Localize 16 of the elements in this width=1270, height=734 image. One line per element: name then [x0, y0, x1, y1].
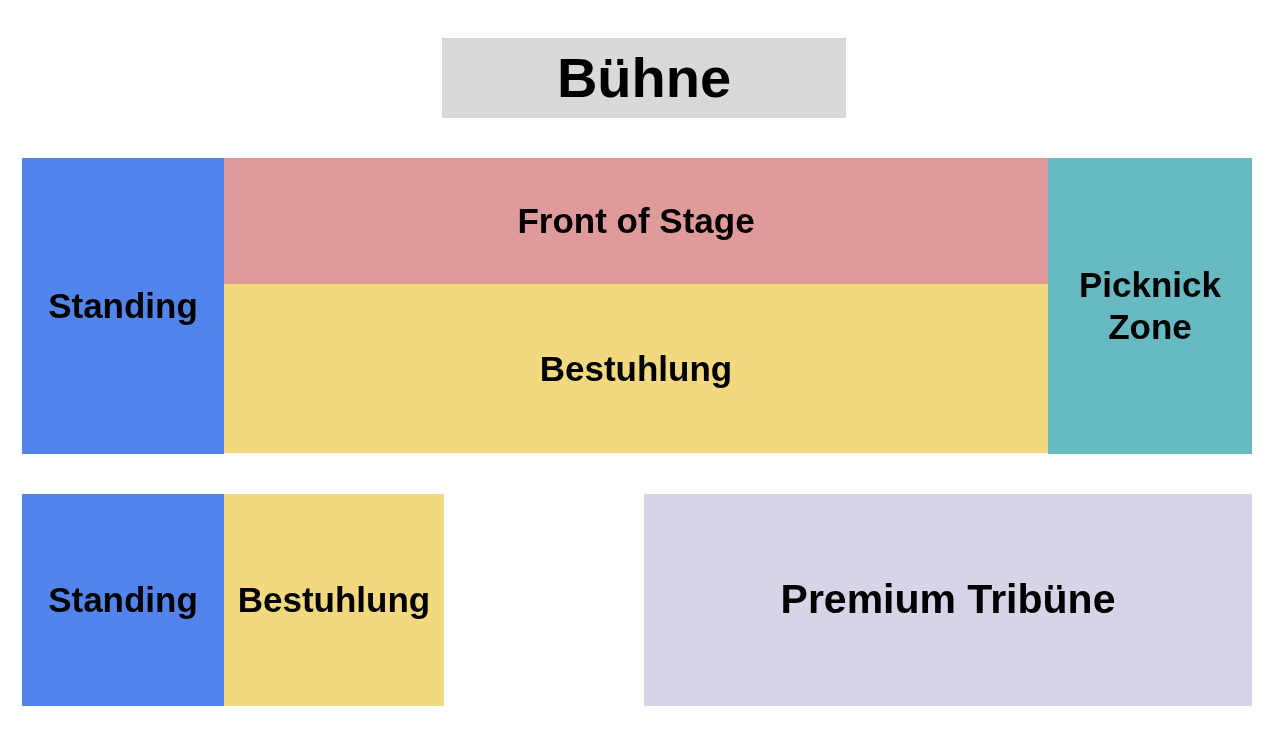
zone-label: Standing: [48, 579, 198, 621]
seating-zone: [22, 494, 224, 706]
seating-zone: [224, 284, 1048, 453]
seating-zone: [224, 494, 444, 706]
zone-label: Bestuhlung: [539, 347, 733, 390]
zone-label: Picknick Zone: [1078, 264, 1222, 348]
seating-zone: [22, 158, 224, 454]
seating-zone: [1048, 158, 1252, 454]
seating-zone: [644, 494, 1252, 706]
stage-area: [442, 38, 846, 118]
seating-zone: [224, 158, 1048, 284]
zone-label: Bühne: [556, 45, 732, 112]
zone-label: Premium Tribüne: [780, 575, 1116, 625]
zone-label: Bestuhlung: [237, 579, 431, 621]
zone-label: Front of Stage: [517, 200, 755, 242]
zone-label: Standing: [48, 285, 198, 327]
